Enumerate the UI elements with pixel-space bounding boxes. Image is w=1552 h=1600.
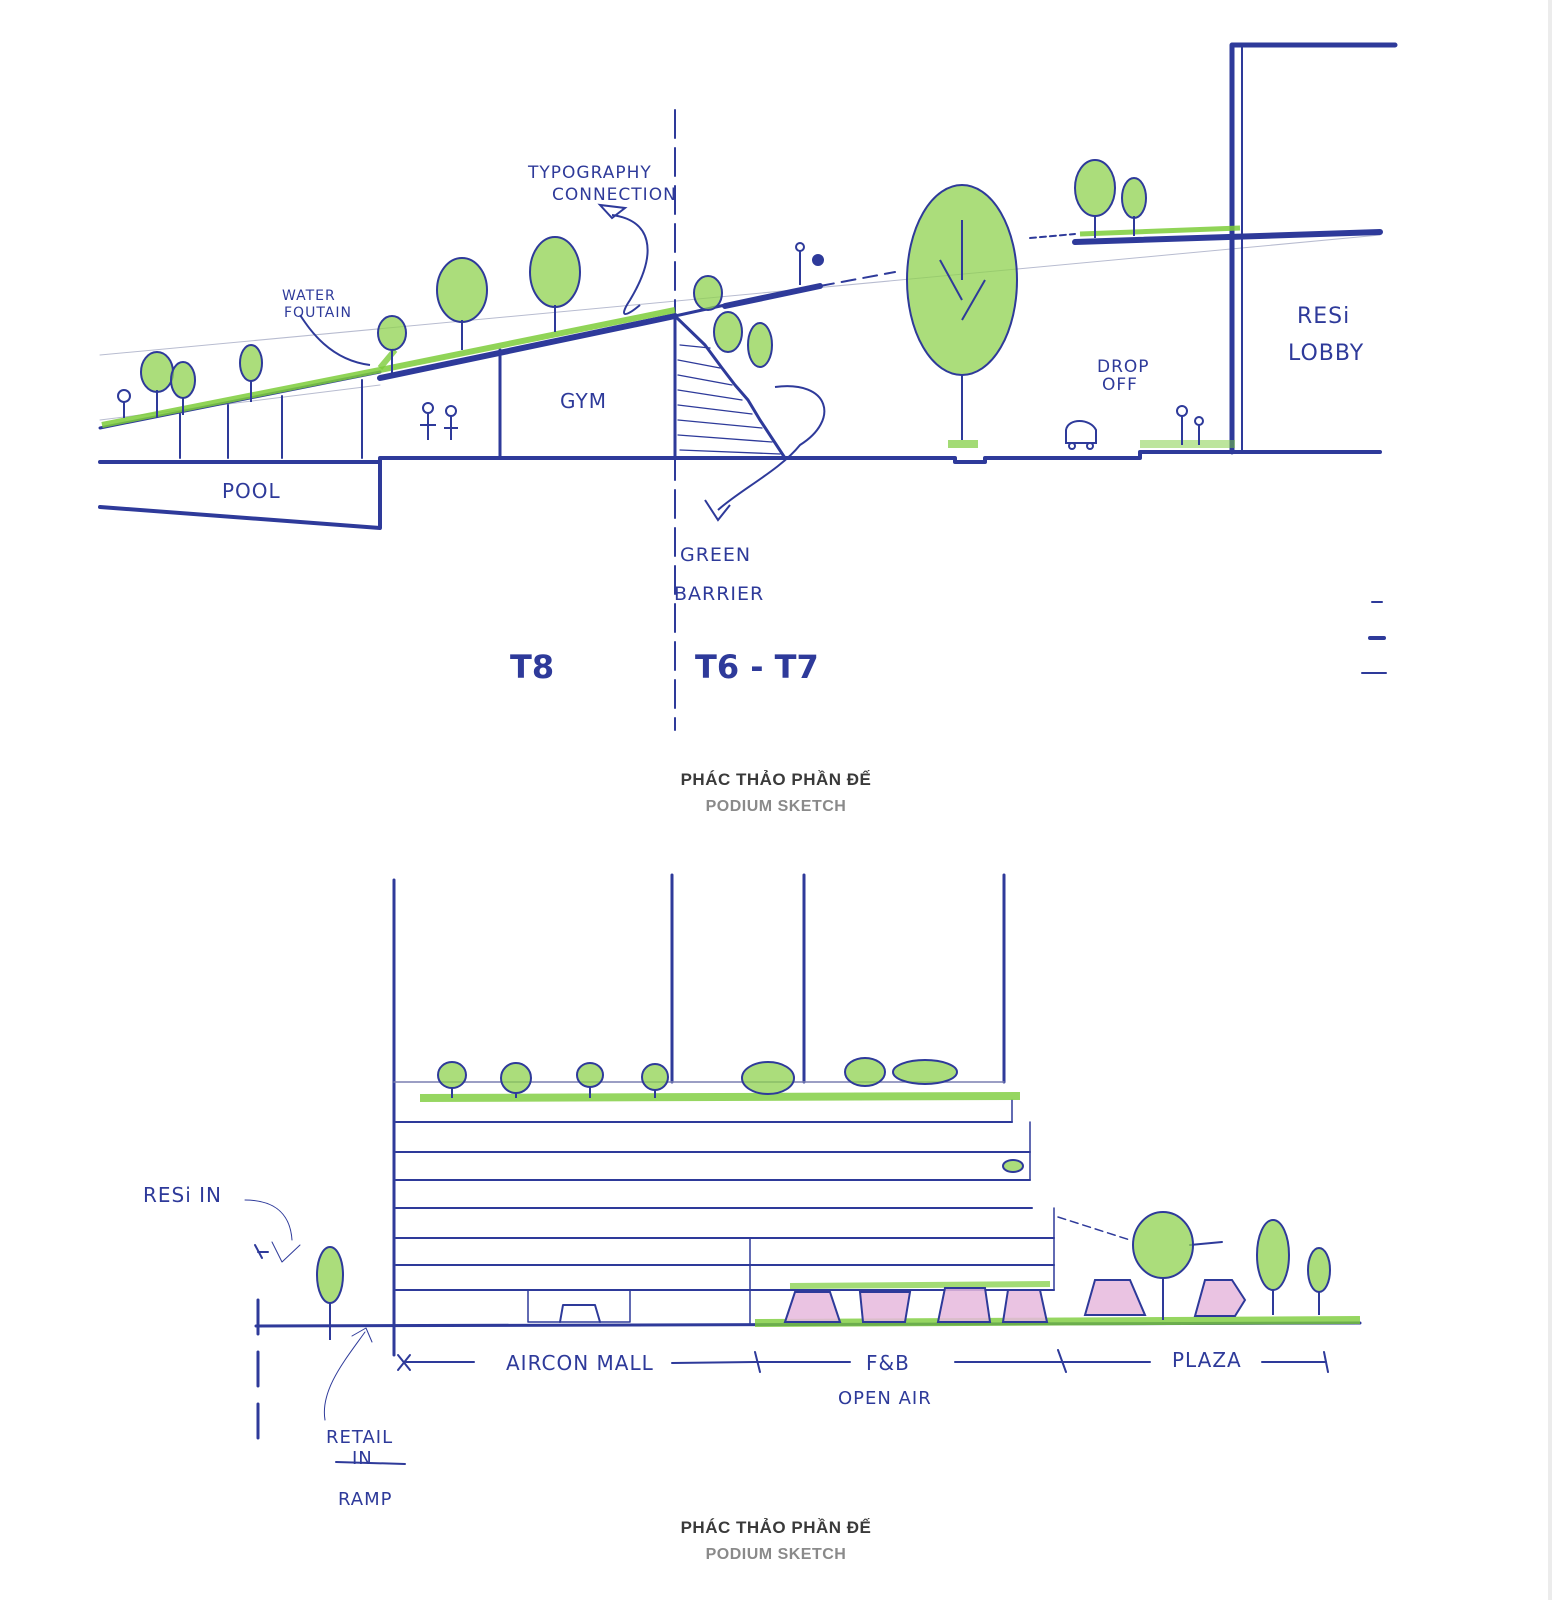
caption-top-en: PODIUM SKETCH: [705, 798, 847, 815]
label-retail: RETAIL: [326, 1427, 393, 1448]
section-figures: [117, 242, 1204, 450]
label-pool: POOL: [222, 479, 281, 503]
section-labels: WATER FOUTAIN TYPOGRAPHY CONNECTION GYM …: [222, 163, 1364, 686]
label-typography-1: TYPOGRAPHY: [527, 163, 652, 183]
label-water-fountain-2: FOUTAIN: [284, 305, 352, 321]
label-plaza: PLAZA: [1172, 1348, 1242, 1372]
section-linework: [98, 42, 1398, 731]
podium-section-sketch: WATER FOUTAIN TYPOGRAPHY CONNECTION GYM …: [98, 42, 1398, 731]
elevation-linework: [244, 873, 1362, 1465]
label-resi-lobby-1: RESi: [1297, 304, 1350, 329]
label-green-barrier-1: GREEN: [680, 544, 751, 566]
caption-bottom: PHÁC THẢO PHẦN ĐẾ PODIUM SKETCH: [0, 1518, 1552, 1564]
label-drop-off-2: OFF: [1102, 375, 1138, 395]
label-typography-2: CONNECTION: [552, 185, 677, 205]
caption-bottom-en: PODIUM SKETCH: [705, 1546, 847, 1563]
label-zone-t6-t7: T6 - T7: [695, 648, 819, 686]
label-drop-off-1: DROP: [1097, 357, 1150, 377]
label-resi-lobby-2: LOBBY: [1288, 341, 1364, 366]
label-water-fountain-1: WATER: [282, 288, 336, 304]
caption-top-vi: PHÁC THẢO PHẦN ĐẾ: [680, 770, 872, 789]
label-resi-in: RESi IN: [143, 1183, 222, 1207]
elevation-labels: RESi IN RETAIL IN RAMP AIRCON MALL F&B O…: [143, 1183, 1242, 1510]
label-green-barrier-2: BARRIER: [674, 583, 764, 605]
label-fnb: F&B: [866, 1351, 910, 1375]
caption-top: PHÁC THẢO PHẦN ĐẾ PODIUM SKETCH: [0, 770, 1552, 816]
label-aircon-mall: AIRCON MALL: [506, 1351, 654, 1375]
label-open-air: OPEN AIR: [838, 1388, 932, 1409]
label-ramp: RAMP: [338, 1489, 392, 1510]
label-gym: GYM: [560, 389, 607, 413]
podium-elevation-sketch: RESi IN RETAIL IN RAMP AIRCON MALL F&B O…: [143, 873, 1362, 1510]
page-edge: [1548, 0, 1552, 1600]
caption-bottom-vi: PHÁC THẢO PHẦN ĐẾ: [680, 1518, 872, 1537]
label-retail-in: IN: [352, 1448, 373, 1469]
elevation-greenery: [316, 1057, 1361, 1340]
label-zone-t8: T8: [510, 648, 554, 686]
section-greenery: [101, 159, 1241, 522]
